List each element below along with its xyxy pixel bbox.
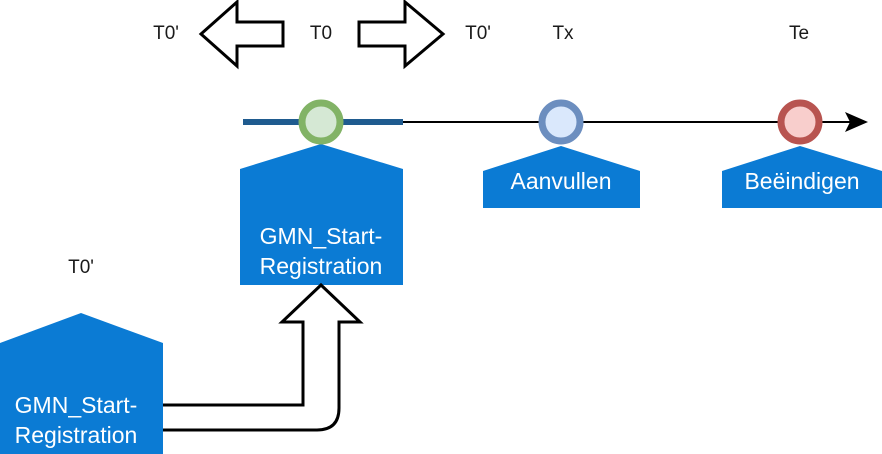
flag-label-line-1: GMN_Start- (15, 392, 138, 418)
flag-shape (722, 146, 882, 208)
label-te: Te (789, 23, 809, 44)
label-t0-prime-lower: T0' (68, 257, 94, 278)
flag-beeindigen[interactable]: Beëindigen (722, 146, 882, 208)
flag-gmn-start-registration-t0[interactable]: GMN_Start- Registration (240, 144, 403, 285)
connector-t0-prime-to-t0 (163, 282, 364, 432)
flag-aanvullen[interactable]: Aanvullen (483, 146, 640, 208)
label-t0: T0 (310, 23, 332, 44)
flag-gmn-start-registration-t0-prime[interactable]: GMN_Start- Registration (0, 313, 163, 454)
block-arrow-left-icon (198, 0, 285, 70)
flag-label-line-1: Aanvullen (510, 168, 611, 194)
timeline-arrowhead-icon (845, 112, 868, 132)
node-end-te[interactable] (777, 99, 823, 145)
flag-label-line-1: Beëindigen (744, 168, 859, 194)
label-tx: Tx (552, 23, 574, 44)
flag-shape (0, 313, 163, 454)
label-t0-prime-right: T0' (465, 23, 491, 44)
block-arrow-right-icon (357, 0, 446, 70)
node-supplement-tx[interactable] (538, 99, 584, 145)
flag-label-line-1: GMN_Start- (260, 223, 383, 249)
label-t0-prime-left: T0' (153, 23, 179, 44)
flag-label-line-2: Registration (15, 422, 138, 448)
node-start-t0[interactable] (298, 99, 344, 145)
flag-label-line-2: Registration (260, 253, 383, 279)
flag-shape (483, 146, 640, 208)
flag-shape (240, 144, 403, 285)
